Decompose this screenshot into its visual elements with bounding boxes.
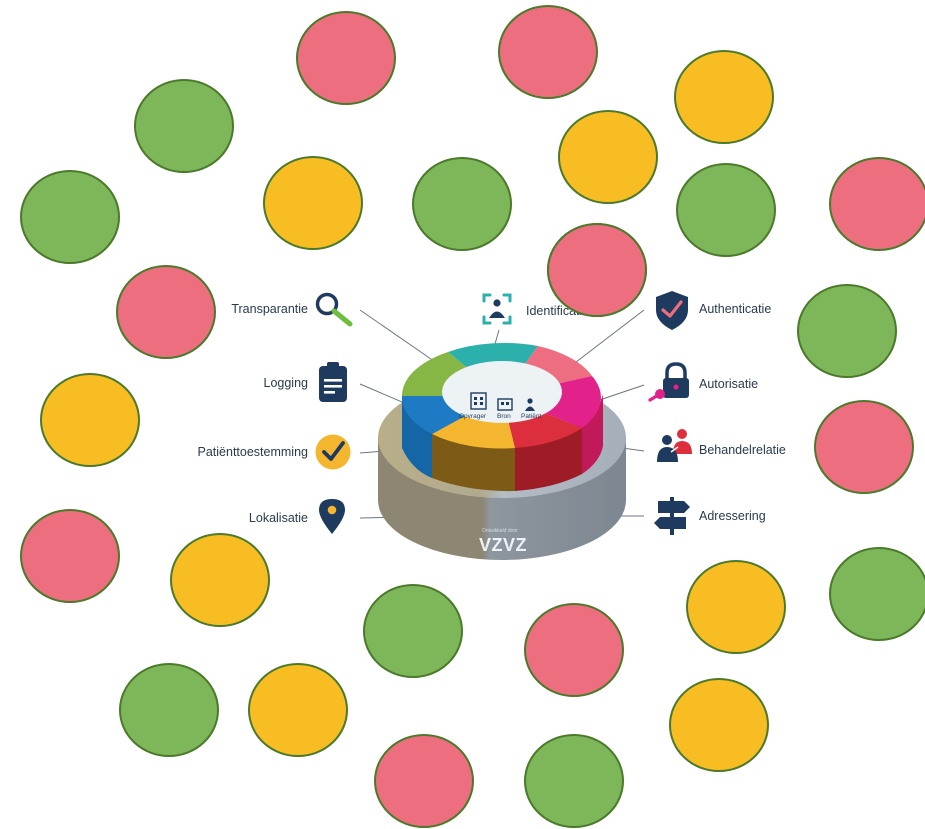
label-adressering: Adressering xyxy=(699,509,766,523)
location-pin-icon xyxy=(319,499,345,534)
magnifier-icon xyxy=(315,292,353,327)
decorative-circles xyxy=(20,5,925,828)
brand-tagline: Ontwikkeld door xyxy=(482,528,518,534)
center-icons xyxy=(470,392,535,411)
label-transparantie: Transparantie xyxy=(231,302,308,316)
circle-yellow xyxy=(669,678,769,772)
label-autorisatie: Autorisatie xyxy=(699,377,759,391)
shield-check-icon xyxy=(656,291,688,330)
circle-green xyxy=(412,157,512,251)
opvrager-building-icon xyxy=(470,392,487,410)
brand-logo: VZVZ xyxy=(479,535,528,555)
circle-red xyxy=(814,400,914,494)
center-label-patient: Patiënt xyxy=(521,413,542,420)
circle-red xyxy=(296,11,396,105)
circle-red xyxy=(498,5,598,99)
circle-green xyxy=(20,170,120,264)
circle-red xyxy=(524,603,624,697)
connector-transparantie xyxy=(359,309,445,369)
label-logging: Logging xyxy=(263,376,309,390)
identification-icon xyxy=(482,293,512,325)
label-behandelrelatie: Behandelrelatie xyxy=(699,443,786,457)
patient-person-icon xyxy=(525,398,535,411)
circle-green xyxy=(524,734,624,828)
circle-yellow xyxy=(263,156,363,250)
circle-yellow xyxy=(40,373,140,467)
circle-yellow xyxy=(686,560,786,654)
label-patienttoestemming: Patiënttoestemming xyxy=(197,445,308,459)
circle-green xyxy=(134,79,234,173)
circle-green xyxy=(829,547,925,641)
circle-yellow xyxy=(674,50,774,144)
circle-red xyxy=(547,223,647,317)
center-label-opvrager: Opvrager xyxy=(459,413,487,420)
label-authenticatie: Authenticatie xyxy=(699,302,772,316)
circle-yellow xyxy=(170,533,270,627)
clipboard-icon xyxy=(319,362,347,402)
label-lokalisatie: Lokalisatie xyxy=(248,511,308,525)
circle-green xyxy=(363,584,463,678)
bron-building-icon xyxy=(497,398,513,411)
center-label-bron: Bron xyxy=(497,413,511,420)
circle-yellow xyxy=(558,110,658,204)
circle-yellow xyxy=(248,663,348,757)
data-disc xyxy=(401,342,603,492)
circle-red xyxy=(20,509,120,603)
checkmark-circle-icon xyxy=(315,434,351,470)
circle-red xyxy=(829,157,925,251)
care-relation-icon xyxy=(657,429,692,462)
circle-green xyxy=(797,284,897,378)
circle-red xyxy=(116,265,216,359)
padlock-key-icon xyxy=(648,362,689,402)
disc-side-pink xyxy=(582,394,603,474)
circle-green xyxy=(119,663,219,757)
circle-green xyxy=(676,163,776,257)
signpost-icon xyxy=(654,497,690,535)
circle-red xyxy=(374,734,474,828)
